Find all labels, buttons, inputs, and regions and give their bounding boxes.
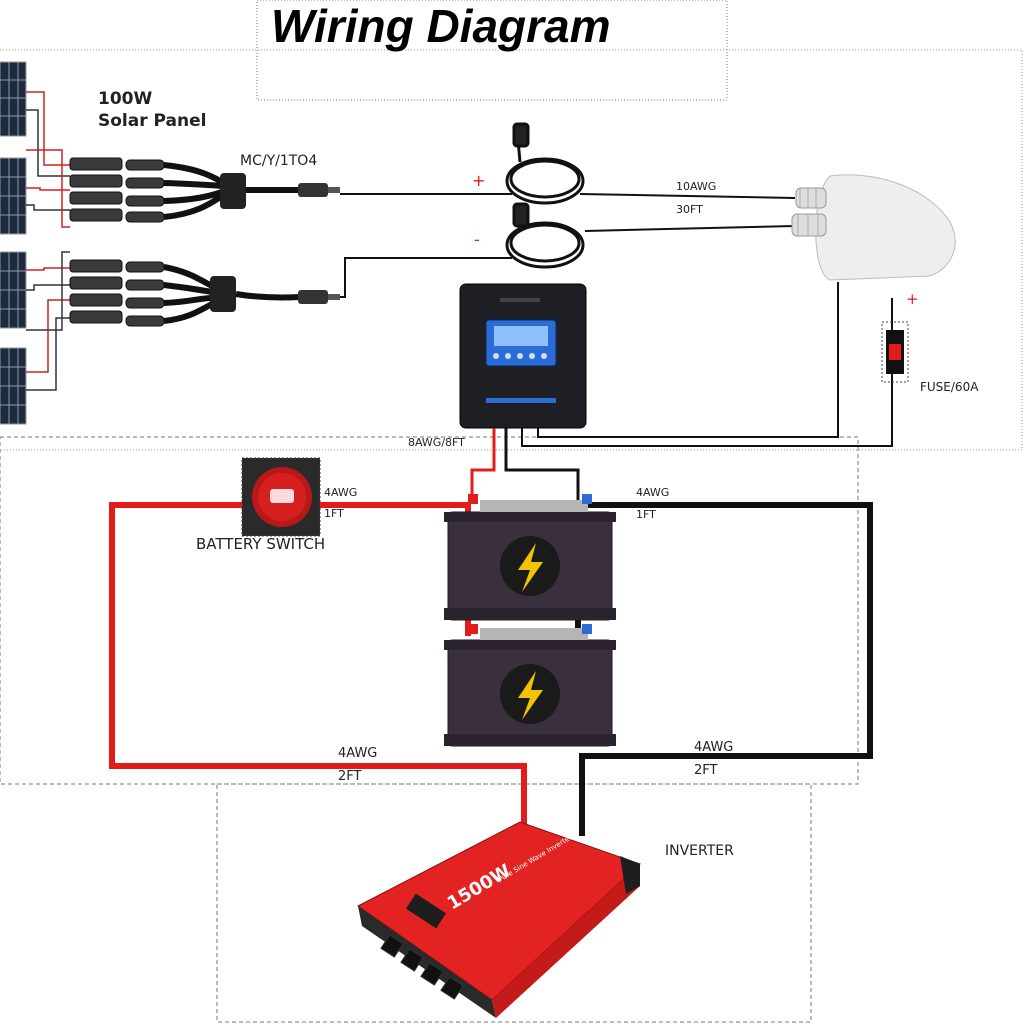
battery-neg-length-label: 1FT (636, 508, 656, 521)
pv-cable-length-label: 30FT (676, 203, 703, 216)
solar-panel-label-line2: Solar Panel (98, 111, 206, 131)
panel-leads (26, 91, 70, 391)
battery-icon (444, 500, 616, 621)
battery-negative-bus-wire (578, 502, 873, 836)
battery-terminals (468, 494, 592, 634)
pv-positive-label: + (472, 171, 485, 190)
branch-connector-icon (69, 157, 340, 223)
pv-negative-label: - (474, 230, 480, 249)
pv-cable-gauge-label: 10AWG (676, 180, 716, 193)
inverter-neg-length-label: 2FT (694, 763, 718, 778)
battery-switch-icon (241, 457, 321, 537)
controller-positive-wire (470, 428, 496, 500)
inverter-section-border (216, 783, 812, 1023)
battery-section-border (0, 436, 859, 785)
solar-section-border (0, 49, 1023, 451)
fuse-positive-label: + (906, 290, 919, 308)
switch-cable-length-label: 1FT (324, 507, 344, 520)
battery-neg-gauge-label: 4AWG (636, 486, 669, 499)
battery-icon (444, 628, 616, 747)
solar-panel-icon (0, 251, 27, 329)
inverter-pos-gauge-label: 4AWG (338, 746, 377, 761)
switch-cable-gauge-label: 4AWG (324, 486, 357, 499)
pv-cables (340, 193, 796, 298)
fuse-icon (881, 321, 909, 383)
inverter-pos-length-label: 2FT (338, 769, 362, 784)
inverter-icon (357, 821, 641, 1018)
branch-connector-icon (69, 259, 340, 327)
solar-panel-icon (0, 347, 27, 425)
solar-panel-icon (0, 61, 27, 137)
charge-controller-icon (459, 283, 587, 429)
diagram-title: Wiring Diagram (271, 0, 611, 52)
solar-panel-array (0, 61, 27, 425)
cable-coil-icon (505, 122, 585, 205)
lightning-bolt-icon (518, 543, 543, 592)
inverter-neg-gauge-label: 4AWG (694, 740, 733, 755)
controller-negative-wire (504, 428, 580, 500)
branch-connector-label: MC/Y/1TO4 (240, 153, 317, 169)
inverter-label: INVERTER (665, 843, 734, 859)
entry-gland-icon (791, 174, 956, 281)
battery-switch-label: BATTERY SWITCH (196, 535, 325, 553)
switch-to-inverter-positive-wire (109, 502, 527, 826)
controller-cable-label: 8AWG/8FT (408, 436, 465, 449)
solar-panel-icon (0, 157, 27, 235)
lightning-bolt-icon (518, 671, 543, 720)
solar-panel-label-line1: 100W (98, 89, 152, 109)
fuse-label: FUSE/60A (920, 380, 979, 394)
cable-coil-icon (505, 202, 585, 269)
